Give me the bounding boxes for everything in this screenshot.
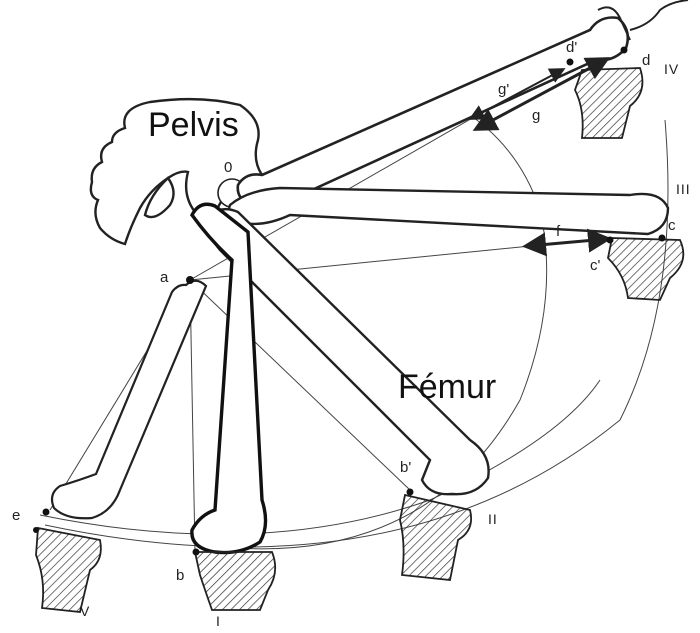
point-dprime bbox=[567, 59, 574, 66]
label-b-prime: b' bbox=[400, 460, 411, 475]
femur-position-III bbox=[229, 188, 668, 234]
tibia-III bbox=[608, 238, 683, 300]
label-position-II: II bbox=[488, 512, 498, 526]
arrow-f bbox=[528, 239, 606, 246]
label-d-prime: d' bbox=[566, 40, 577, 55]
label-e: e bbox=[12, 508, 20, 523]
tibia-I bbox=[195, 552, 275, 610]
tibia-IV bbox=[575, 68, 642, 138]
label-o: 0 bbox=[224, 160, 232, 175]
label-g: g bbox=[532, 108, 540, 123]
label-position-III: III bbox=[676, 182, 691, 196]
tibia-II bbox=[400, 495, 471, 580]
label-c: c bbox=[668, 218, 676, 233]
label-pelvis: Pelvis bbox=[148, 108, 239, 142]
point-c bbox=[659, 235, 666, 242]
point-a bbox=[186, 276, 194, 284]
label-femur: Fémur bbox=[398, 370, 496, 404]
label-f: f bbox=[556, 224, 560, 239]
label-position-I: I bbox=[216, 614, 221, 628]
label-c-prime: c' bbox=[590, 258, 600, 273]
label-d: d bbox=[642, 53, 650, 68]
label-g-prime: g' bbox=[498, 82, 509, 97]
femur-position-V bbox=[52, 281, 206, 519]
point-cprime bbox=[607, 237, 614, 244]
point-e2 bbox=[33, 527, 39, 533]
label-position-IV: IV bbox=[664, 62, 679, 76]
label-a: a bbox=[160, 270, 168, 285]
point-bprime bbox=[407, 489, 414, 496]
point-b bbox=[193, 549, 200, 556]
point-d bbox=[621, 47, 628, 54]
point-e bbox=[43, 509, 50, 516]
label-position-V: V bbox=[80, 604, 90, 618]
label-b: b bbox=[176, 568, 184, 583]
tibia-V bbox=[36, 528, 101, 612]
